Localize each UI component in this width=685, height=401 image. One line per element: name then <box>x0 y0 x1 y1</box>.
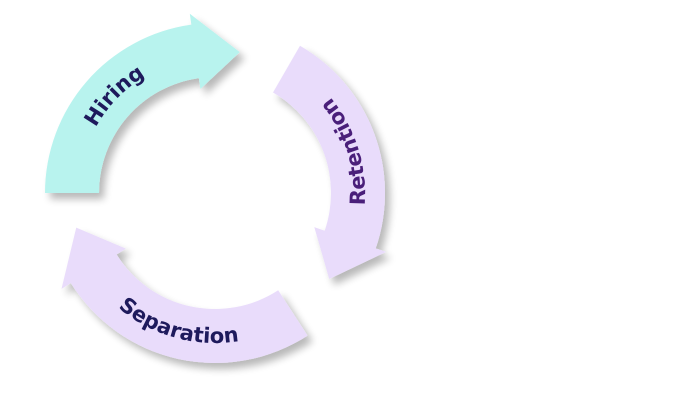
cycle-arrow-retention <box>273 45 387 280</box>
cycle-arrow-separation <box>61 227 308 363</box>
cycle-arrow-hiring <box>45 13 240 194</box>
